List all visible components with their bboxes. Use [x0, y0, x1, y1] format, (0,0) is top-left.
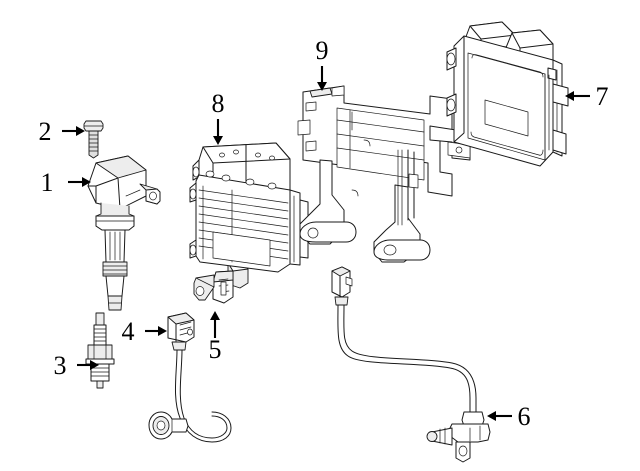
part-ecm-mounting-bracket [297, 85, 471, 263]
part-camshaft-position-sensor [193, 262, 249, 304]
callout-5-number: 5 [209, 335, 222, 364]
callout-4: 4 [122, 317, 167, 346]
callout-1: 1 [41, 168, 91, 197]
part-coil-mounting-bolt [83, 120, 104, 159]
callout-2: 2 [39, 117, 85, 146]
callout-4-number: 4 [122, 317, 135, 346]
callout-9-number: 9 [316, 36, 329, 65]
callout-6: 6 [487, 402, 531, 431]
callout-7: 7 [565, 82, 609, 111]
part-engine-control-module [446, 21, 569, 167]
callout-2-number: 2 [39, 117, 52, 146]
callout-3-number: 3 [54, 351, 67, 380]
part-ecm-control-unit [189, 142, 309, 273]
part-spark-plug [85, 312, 115, 389]
part-knock-sensor [148, 312, 232, 443]
callout-1-number: 1 [41, 168, 54, 197]
callout-3: 3 [54, 351, 99, 380]
part-crankshaft-position-sensor [331, 266, 491, 463]
callout-9: 9 [316, 36, 329, 91]
callout-5: 5 [209, 311, 222, 364]
callout-8-number: 8 [212, 89, 225, 118]
callout-8: 8 [212, 89, 225, 145]
callout-7-number: 7 [596, 82, 609, 111]
callout-6-number: 6 [518, 402, 531, 431]
part-ignition-coil [87, 155, 161, 311]
